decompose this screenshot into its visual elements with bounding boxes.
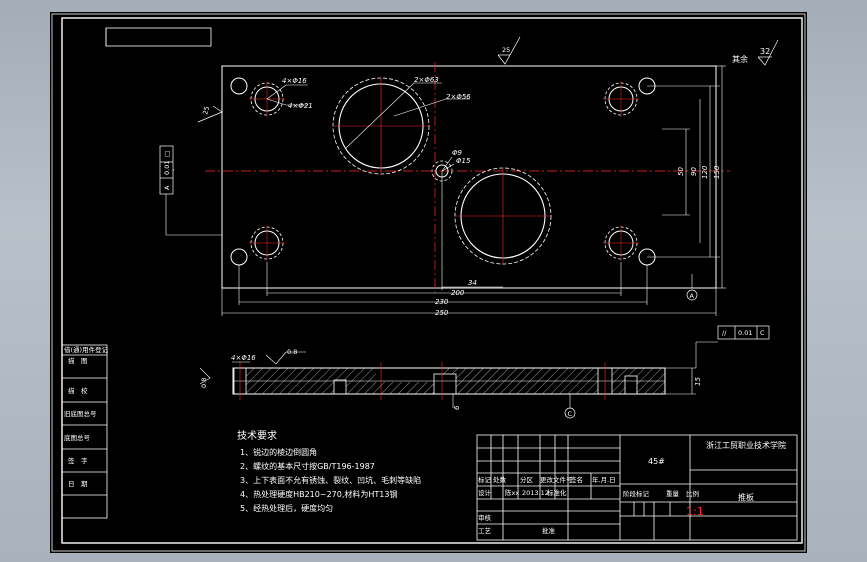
roughness-other: 32	[760, 47, 770, 56]
drawing-svg: 4×Φ16 4×Φ21 2×Φ63 2×Φ56 Φ9 Φ15 50 90 120…	[51, 13, 806, 552]
inner-frame	[61, 17, 803, 544]
strip-row: 日 期	[68, 480, 88, 488]
corner-holes	[230, 77, 656, 266]
strip-row: 底图总号	[64, 433, 91, 442]
svg-text:审核: 审核	[478, 513, 492, 522]
svg-text://: //	[722, 329, 727, 337]
dim-120: 120	[701, 165, 709, 179]
svg-text:分区: 分区	[520, 475, 534, 484]
dim-230: 230	[435, 298, 449, 306]
dim-large-bore-2: 2×Φ56	[446, 93, 471, 101]
dim-90: 90	[690, 167, 698, 176]
datum-a: A	[690, 292, 695, 300]
roughness-section-top: 0.8	[287, 348, 297, 356]
datum-c: C	[568, 410, 573, 418]
svg-text:□: □	[163, 151, 171, 157]
left-strip	[61, 344, 108, 519]
plate-outline	[221, 65, 717, 289]
strip-row: 借(通)用件登记	[64, 345, 109, 354]
tech-requirements: 技术要求 1、锐边的棱边倒圆角 2、螺纹的基本尺寸按GB/T196-1987 3…	[237, 429, 421, 513]
svg-text:0.01: 0.01	[163, 161, 171, 175]
drawing-sheet: 4×Φ16 4×Φ21 2×Φ63 2×Φ56 Φ9 Φ15 50 90 120…	[50, 12, 807, 553]
svg-text:处数: 处数	[493, 475, 507, 484]
tech-req-item: 2、螺纹的基本尺寸按GB/T196-1987	[240, 461, 375, 471]
tech-req-item: 1、锐边的棱边倒圆角	[240, 447, 317, 457]
dim-small-holes-2: 4×Φ21	[288, 102, 313, 110]
dim-pin-2: Φ15	[456, 157, 471, 165]
svg-text:设计: 设计	[478, 488, 492, 497]
svg-text:阶段标记: 阶段标记	[623, 489, 650, 498]
tech-req-item: 4、热处理硬度HB210~270,材料为HT13钢	[240, 489, 397, 499]
svg-text:更改文件号: 更改文件号	[540, 475, 573, 484]
svg-text:标记: 标记	[478, 475, 492, 484]
tech-req-item: 5、经热处理后，硬度均匀	[240, 503, 333, 513]
svg-text:标准化: 标准化	[547, 488, 567, 497]
svg-text:比例: 比例	[686, 489, 699, 498]
svg-text:年.月.日: 年.月.日	[592, 475, 616, 484]
material-label: 45#	[648, 457, 665, 466]
roughness-section-left: 0.8	[200, 378, 208, 388]
drawing-number-box	[105, 27, 212, 47]
svg-text:C: C	[760, 329, 765, 337]
flatness-frame: □ 0.01 A	[159, 145, 222, 236]
svg-text:0.01: 0.01	[738, 329, 752, 337]
roughness-left: 25	[201, 105, 211, 115]
strip-row: 描 校	[68, 386, 88, 395]
part-name: 推板	[738, 492, 754, 502]
parallelism-frame: // 0.01 C	[717, 325, 770, 340]
svg-text:A: A	[163, 185, 171, 190]
roughness-top: 25	[502, 46, 510, 54]
dim-150: 150	[713, 165, 721, 179]
dim-side-holes: 4×Φ16	[231, 354, 256, 362]
title-block	[476, 434, 798, 541]
dim-200: 200	[451, 289, 465, 297]
dim-250: 250	[435, 309, 449, 317]
strip-row: 描 图	[68, 356, 88, 365]
dim-34: 34	[468, 279, 477, 287]
strip-row: 签 字	[68, 456, 88, 465]
svg-text:工艺: 工艺	[478, 527, 492, 535]
svg-text:陈xx: 陈xx	[505, 488, 519, 497]
svg-text:批准: 批准	[542, 526, 556, 535]
plan-view: 4×Φ16 4×Φ21 2×Φ63 2×Φ56 Φ9 Φ15 50 90 120…	[159, 36, 779, 317]
svg-text:重量: 重量	[666, 490, 680, 498]
dim-pin: Φ9	[452, 149, 463, 157]
svg-text:2013.12: 2013.12	[522, 489, 549, 497]
school-name: 浙江工贸职业技术学院	[706, 440, 786, 450]
tech-req-item: 3、上下表面不允有锈蚀、裂纹、凹坑、毛刺等缺陷	[240, 475, 421, 485]
scale-value: 1:1	[686, 505, 704, 518]
section-view: 15 6 4×Φ16 0.8 0.8 // 0.01 C C	[199, 325, 770, 419]
dim-50: 50	[677, 167, 685, 176]
outer-frame	[51, 13, 806, 552]
dim-depth: 6	[453, 405, 461, 410]
svg-text:签名: 签名	[570, 475, 583, 484]
dim-small-holes: 4×Φ16	[282, 77, 307, 85]
other-label: 其余	[732, 54, 748, 64]
dim-large-bore: 2×Φ63	[414, 76, 439, 84]
dim-thick: 15	[694, 377, 702, 386]
tech-req-title: 技术要求	[237, 429, 277, 442]
strip-row: 旧底图总号	[64, 409, 97, 418]
